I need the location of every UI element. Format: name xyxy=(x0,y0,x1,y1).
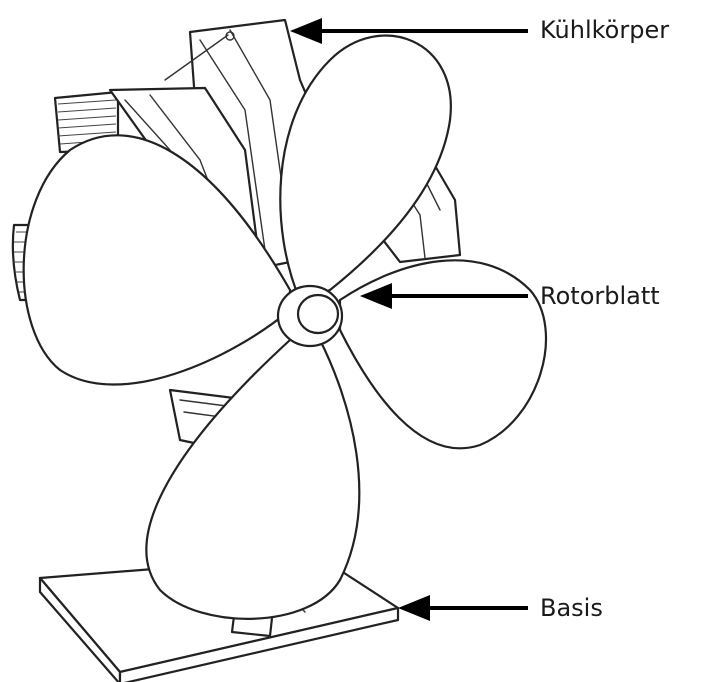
arrow-blade xyxy=(360,283,528,309)
label-rotor-blade: Rotorblatt xyxy=(540,282,660,310)
rotor-hub xyxy=(276,284,344,348)
label-base: Basis xyxy=(540,594,603,622)
arrow-heatsink xyxy=(290,18,528,44)
rotor-blades xyxy=(22,34,548,620)
arrow-base xyxy=(398,595,528,621)
label-heatsink: Kühlkörper xyxy=(540,16,670,44)
